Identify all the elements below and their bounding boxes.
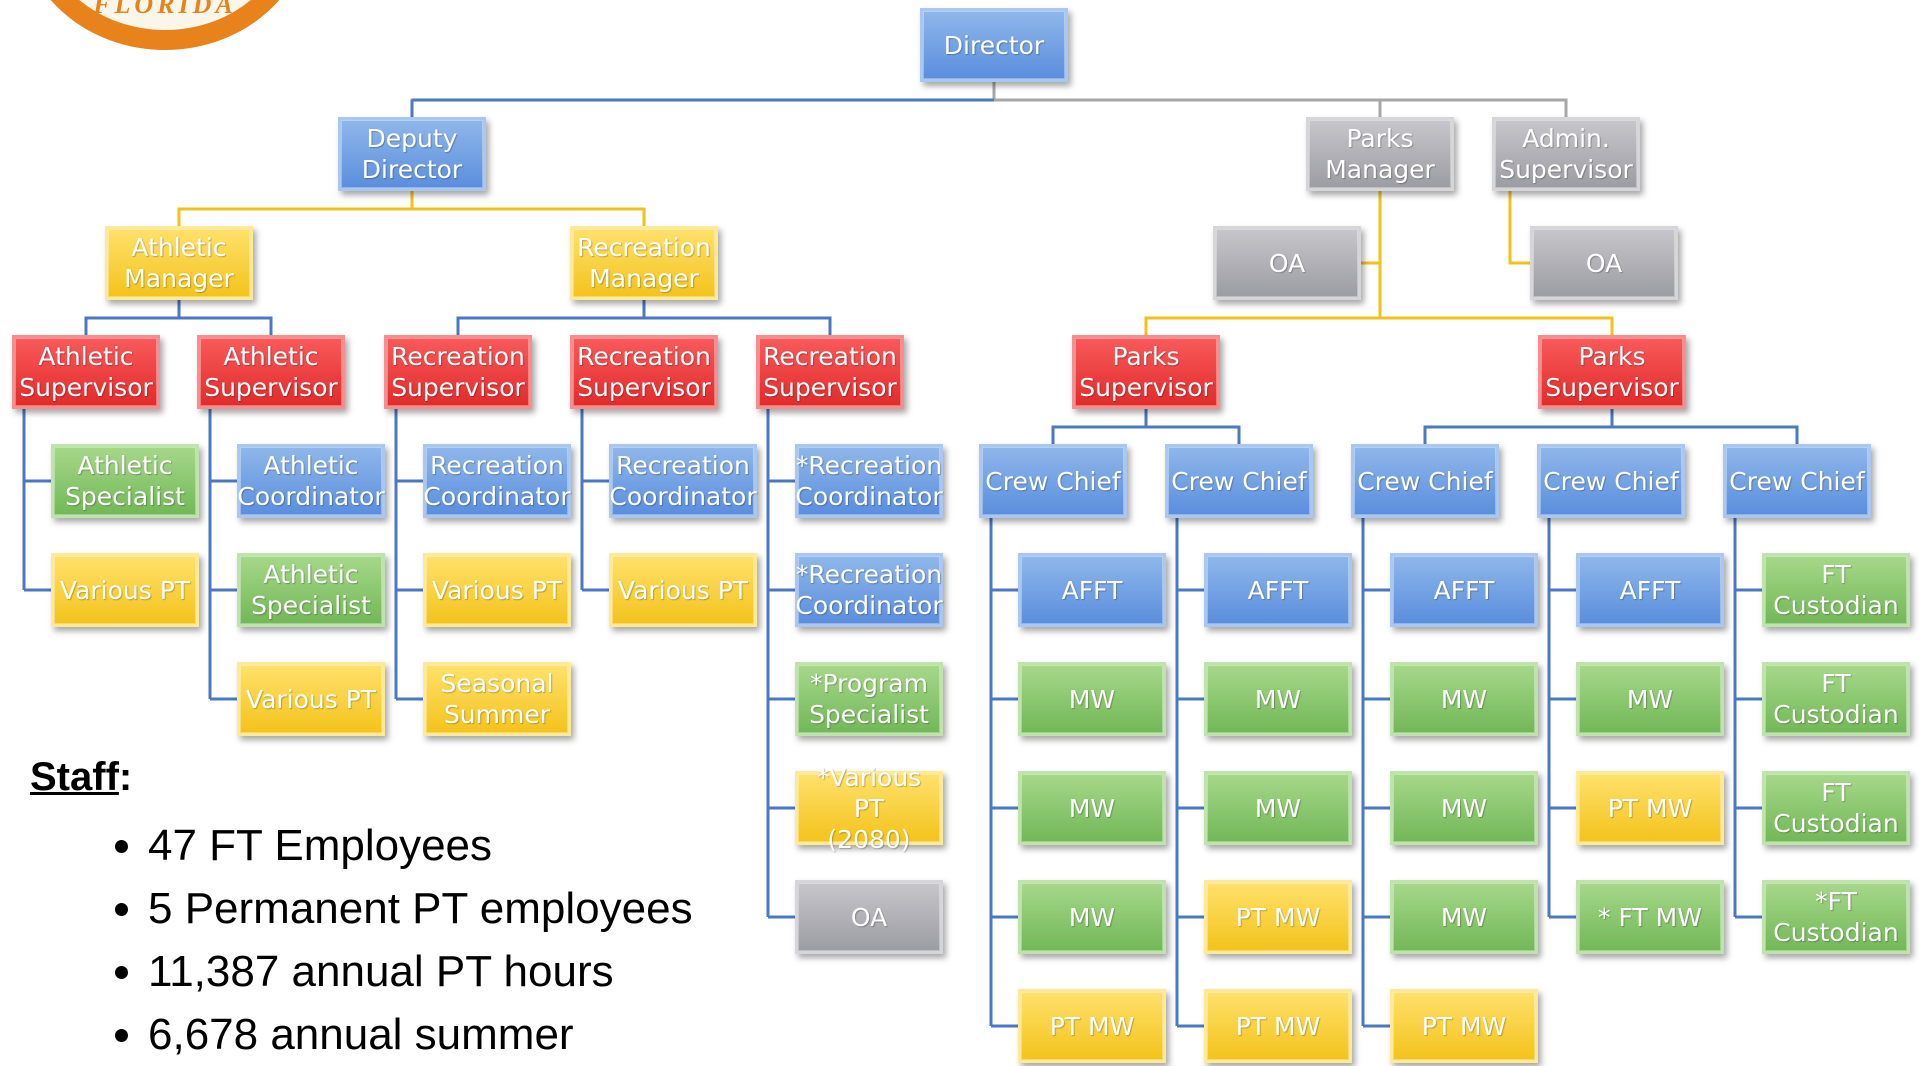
node-parks-supervisor-2: Parks Supervisor <box>1538 335 1686 409</box>
connector-managers-bus <box>177 207 646 226</box>
staff-item: 47 FT Employees <box>148 814 693 877</box>
node-c1-pt-mw: PT MW <box>1018 989 1166 1063</box>
node-various-pt-4: Various PT <box>609 553 757 627</box>
node-crew-chief-5: Crew Chief <box>1723 444 1871 518</box>
node-c4-pt-mw: PT MW <box>1576 771 1724 845</box>
node-crew-chief-2: Crew Chief <box>1165 444 1313 518</box>
node-seasonal-summer: Seasonal Summer <box>423 662 571 736</box>
connector-recreation-bus <box>456 316 832 335</box>
node-c3-mw-1: MW <box>1390 662 1538 736</box>
node-c1-mw-1: MW <box>1018 662 1166 736</box>
node-recreation-manager: Recreation Manager <box>570 226 718 300</box>
node-c5-ft-custodian-1: FT Custodian <box>1762 553 1910 627</box>
node-c1-mw-2: MW <box>1018 771 1166 845</box>
node-various-pt-2: Various PT <box>237 662 385 736</box>
node-star-recreation-coordinator-2: *Recreation Coordinator <box>795 553 943 627</box>
staff-summary: Staff: 47 FT Employees 5 Permanent PT em… <box>30 755 693 1066</box>
node-star-program-specialist: *Program Specialist <box>795 662 943 736</box>
node-c2-mw-2: MW <box>1204 771 1352 845</box>
node-recreation-coordinator-2: Recreation Coordinator <box>609 444 757 518</box>
node-oa-recreation: OA <box>795 880 943 954</box>
node-c1-mw-3: MW <box>1018 880 1166 954</box>
node-c3-mw-3: MW <box>1390 880 1538 954</box>
node-deputy-director: Deputy Director <box>338 117 486 191</box>
staff-heading: Staff: <box>30 755 133 799</box>
node-c2-pt-mw-2: PT MW <box>1204 989 1352 1063</box>
connector-director-bus <box>410 98 1568 117</box>
node-oa-admin: OA <box>1530 226 1678 300</box>
node-c1-afft: AFFT <box>1018 553 1166 627</box>
node-c5-star-ft-custodian: *FT Custodian <box>1762 880 1910 954</box>
node-c3-afft: AFFT <box>1390 553 1538 627</box>
connector-crew-bus-1 <box>1051 425 1241 444</box>
node-recreation-coordinator-1: Recreation Coordinator <box>423 444 571 518</box>
node-c3-mw-2: MW <box>1390 771 1538 845</box>
staff-item: 6,678 annual summer <box>148 1003 693 1066</box>
staff-item: 5 Permanent PT employees <box>148 877 693 940</box>
staff-title: Staff <box>30 755 119 799</box>
node-crew-chief-4: Crew Chief <box>1537 444 1685 518</box>
node-c3-pt-mw: PT MW <box>1390 989 1538 1063</box>
node-crew-chief-1: Crew Chief <box>979 444 1127 518</box>
node-recreation-supervisor-3: Recreation Supervisor <box>756 335 904 409</box>
node-athletic-supervisor-2: Athletic Supervisor <box>197 335 345 409</box>
node-crew-chief-3: Crew Chief <box>1351 444 1499 518</box>
node-c2-pt-mw-1: PT MW <box>1204 880 1352 954</box>
connector-crew-bus-2 <box>1423 425 1799 444</box>
node-athletic-specialist-1: Athletic Specialist <box>51 444 199 518</box>
staff-item: 11,387 annual PT hours <box>148 940 693 1003</box>
node-athletic-coordinator: Athletic Coordinator <box>237 444 385 518</box>
connector-athletic-bus <box>84 316 273 335</box>
node-various-pt-3: Various PT <box>423 553 571 627</box>
node-athletic-manager: Athletic Manager <box>105 226 253 300</box>
node-athletic-supervisor-1: Athletic Supervisor <box>12 335 160 409</box>
node-various-pt-1: Various PT <box>51 553 199 627</box>
node-c4-mw: MW <box>1576 662 1724 736</box>
seal-lettering: FLORIDA <box>93 0 237 19</box>
connector-admin-oa <box>1508 191 1530 265</box>
node-oa-parks: OA <box>1213 226 1361 300</box>
node-star-recreation-coordinator-1: *Recreation Coordinator <box>795 444 943 518</box>
node-c2-mw-1: MW <box>1204 662 1352 736</box>
node-parks-manager: Parks Manager <box>1306 117 1454 191</box>
node-director: Director <box>920 8 1068 82</box>
node-recreation-supervisor-1: Recreation Supervisor <box>384 335 532 409</box>
node-c4-star-ft-mw: * FT MW <box>1576 880 1724 954</box>
node-star-various-pt-2080: *Various PT (2080) <box>795 763 943 854</box>
node-recreation-supervisor-2: Recreation Supervisor <box>570 335 718 409</box>
node-c5-ft-custodian-3: FT Custodian <box>1762 771 1910 845</box>
connector-parks-supervisors-bus <box>1144 316 1614 335</box>
node-c5-ft-custodian-2: FT Custodian <box>1762 662 1910 736</box>
node-athletic-specialist-2: Athletic Specialist <box>237 553 385 627</box>
node-c2-afft: AFFT <box>1204 553 1352 627</box>
node-c4-afft: AFFT <box>1576 553 1724 627</box>
node-parks-supervisor-1: Parks Supervisor <box>1072 335 1220 409</box>
staff-list: 47 FT Employees 5 Permanent PT employees… <box>30 814 693 1066</box>
node-admin-supervisor: Admin. Supervisor <box>1492 117 1640 191</box>
